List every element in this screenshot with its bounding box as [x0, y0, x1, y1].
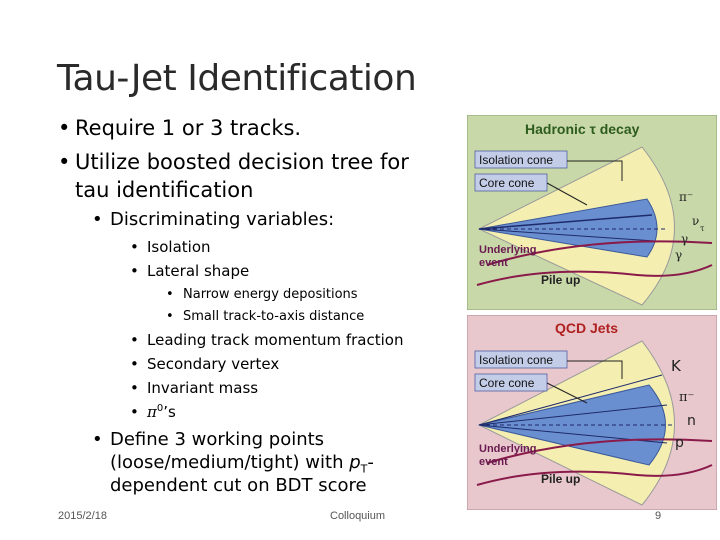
bullet-dot: • [130, 379, 139, 397]
particle-proton: p [675, 435, 684, 451]
bullet-dot: • [58, 150, 71, 174]
bullet-dot: • [130, 238, 139, 256]
isolation-arrow [567, 160, 623, 181]
particle-neutron: n [687, 413, 696, 429]
track-line-1 [478, 374, 663, 426]
pileup-curve [476, 264, 713, 286]
bullet-dot: • [130, 355, 139, 373]
isolation-cone-label: Isolation cone [479, 153, 553, 167]
particle-kaon: K [671, 357, 682, 375]
pileup-label: Pile up [541, 273, 580, 287]
bullet-working-points: • Define 3 working points [92, 429, 324, 450]
bullet-text: Require 1 or 3 tracks. [75, 116, 302, 140]
footer-center: Colloquium [330, 510, 386, 522]
bullet-working-points-cont2: dependent cut on BDT score [110, 475, 367, 496]
pt-subscript: T [360, 462, 368, 476]
bullet-text: Lateral shape [147, 262, 250, 280]
hadronic-tau-decay-figure: Hadronic τ decay Isolation cone Core con… [467, 115, 717, 310]
figure-title: Hadronic τ decay [525, 121, 640, 137]
bullet-invariant-mass: • Invariant mass [130, 379, 258, 397]
particle-nu: ν [692, 214, 699, 228]
slide-title: Tau-Jet Identification [57, 58, 417, 99]
isolation-cone-label-box [474, 150, 568, 169]
bullet-leading-track: • Leading track momentum fraction [130, 331, 403, 349]
bullet-isolation: • Isolation [130, 238, 211, 256]
underlying-event-label-1: Underlying [479, 244, 536, 256]
isolation-cone-label-box [474, 350, 568, 369]
track-line [478, 214, 653, 230]
bullet-tracks: • Require 1 or 3 tracks. [58, 116, 301, 140]
underlying-event-curve [486, 438, 713, 464]
bullet-dot: • [92, 429, 103, 450]
pileup-curve [476, 464, 713, 486]
bullet-text: Narrow energy depositions [183, 287, 358, 302]
bullet-text: Discriminating variables: [110, 209, 335, 230]
bullet-pi0: • π0’s [130, 403, 176, 421]
pt-symbol: p [349, 452, 361, 473]
bullet-secondary-vertex: • Secondary vertex [130, 355, 279, 373]
core-cone-label-box [474, 373, 548, 392]
pi-symbol: π [147, 403, 157, 421]
qcd-jets-figure: QCD Jets Isolation cone Core cone Underl… [467, 315, 717, 510]
underlying-event-label-2: event [479, 257, 508, 269]
bullet-disc-vars: • Discriminating variables: [92, 209, 334, 230]
bullet-dot: • [58, 116, 71, 140]
wp-dash: - [367, 452, 374, 473]
bullet-dot: • [92, 209, 103, 230]
underlying-event-curve [486, 240, 713, 266]
isolation-cone-label: Isolation cone [479, 353, 553, 367]
bullet-text: Define 3 working points [110, 429, 325, 450]
pileup-label: Pile up [541, 472, 580, 486]
particle-nu-subscript: τ [700, 224, 705, 233]
bullet-dot: • [130, 403, 139, 421]
bullet-text: Leading track momentum fraction [147, 331, 404, 349]
bullet-dot: • [166, 287, 174, 302]
bullet-track-axis: • Small track-to-axis distance [166, 309, 364, 324]
footer-date: 2015/2/18 [58, 510, 107, 522]
wp-text: (loose/medium/tight) with [110, 452, 350, 473]
bullet-text: Invariant mass [147, 379, 259, 397]
bullet-text: Small track-to-axis distance [183, 309, 365, 324]
bullet-text: Isolation [147, 238, 211, 256]
particle-pi-minus: π⁻ [679, 190, 693, 204]
bullet-text: Utilize boosted decision tree for [75, 150, 409, 174]
bullet-text: Secondary vertex [147, 355, 280, 373]
core-arrow [546, 182, 588, 206]
particle-pi-minus: π⁻ [679, 390, 694, 405]
bullet-working-points-cont: (loose/medium/tight) with pT- [110, 452, 374, 476]
pi-suffix: ’s [163, 403, 176, 421]
bullet-bdt-cont: tau identification [75, 178, 254, 202]
neutral-line [478, 228, 656, 242]
pi-superscript: 0 [156, 403, 164, 414]
core-cone-label: Core cone [479, 376, 535, 390]
particle-gamma-1: γ [681, 232, 688, 246]
footer-page-number: 9 [655, 510, 662, 522]
core-cone-label-box [474, 173, 548, 192]
particle-gamma-2: γ [675, 248, 682, 262]
track-line-2 [478, 404, 668, 426]
bullet-dot: • [130, 331, 139, 349]
bullet-bdt: • Utilize boosted decision tree for [58, 150, 409, 174]
bullet-dot: • [166, 309, 174, 324]
core-cone-label: Core cone [479, 176, 535, 190]
bullet-dot: • [130, 262, 139, 280]
underlying-event-label-1: Underlying [479, 443, 536, 455]
underlying-event-label-2: event [479, 456, 508, 468]
figure-title: QCD Jets [555, 320, 618, 336]
bullet-narrow: • Narrow energy depositions [166, 287, 358, 302]
isolation-arrow [567, 360, 623, 379]
core-arrow [546, 382, 588, 404]
bullet-lateral: • Lateral shape [130, 262, 249, 280]
